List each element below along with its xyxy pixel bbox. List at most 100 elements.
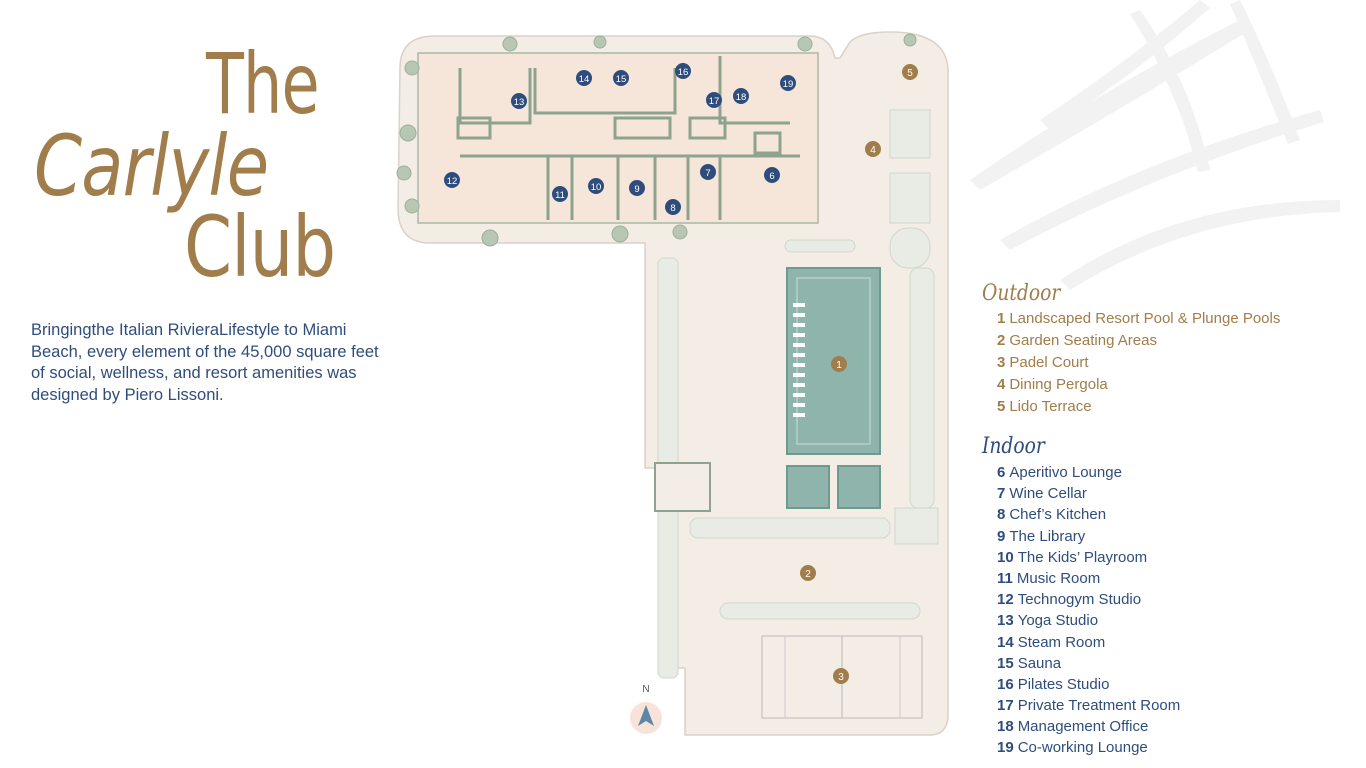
legend-label: Padel Court: [1009, 354, 1089, 371]
svg-text:16: 16: [678, 67, 689, 78]
legend-number: 2: [997, 332, 1006, 349]
svg-text:9: 9: [634, 184, 639, 195]
svg-text:6: 6: [769, 171, 774, 182]
svg-text:3: 3: [838, 672, 844, 683]
legend-label: Aperitivo Lounge: [1009, 464, 1122, 481]
legend-label: Garden Seating Areas: [1009, 332, 1157, 349]
legend-number: 14: [997, 633, 1014, 651]
plunge-pool-left: [786, 465, 830, 509]
marker-8: [665, 199, 681, 215]
legend-number: 16: [997, 675, 1014, 693]
legend-number: 15: [997, 654, 1014, 672]
marker-16: [675, 63, 691, 79]
title-the: The: [206, 35, 320, 133]
legend-number: 3: [997, 354, 1006, 371]
marker-15: [613, 70, 629, 86]
title-carlyle: Carlyle: [34, 117, 269, 215]
north-arrow-icon: [638, 705, 654, 726]
marker-9: [629, 180, 645, 196]
legend-number: 7: [997, 485, 1006, 503]
svg-text:19: 19: [783, 79, 794, 90]
legend-label: Landscaped Resort Pool & Plunge Pools: [1009, 310, 1281, 327]
marker-11: [552, 186, 568, 202]
legend-number: 8: [997, 506, 1006, 524]
marker-6: [764, 167, 780, 183]
marker-1: [831, 356, 847, 372]
legend-label: Dining Pergola: [1009, 376, 1108, 393]
svg-text:8: 8: [670, 203, 675, 214]
legend-number: 1: [997, 310, 1006, 327]
legend-label: Music Room: [1016, 569, 1101, 587]
marker-4: [865, 141, 881, 157]
svg-text:1: 1: [836, 360, 842, 371]
svg-text:4: 4: [870, 145, 876, 156]
legend-label: Co-working Lounge: [1017, 739, 1148, 757]
intro-paragraph: Bringingthe Italian RivieraLifestyle to …: [31, 321, 379, 404]
svg-text:14: 14: [579, 74, 590, 85]
palm-shadow-decoration: [970, 0, 1340, 290]
legend-label: The Library: [1009, 527, 1086, 545]
legend-number: 17: [997, 697, 1014, 715]
legend-number: 18: [997, 718, 1014, 736]
legend-label: Lido Terrace: [1009, 398, 1092, 415]
marker-10: [588, 178, 604, 194]
svg-text:11: 11: [555, 190, 565, 201]
marker-3: [833, 668, 849, 684]
legend-number: 11: [997, 569, 1013, 587]
legend-number: 6: [997, 464, 1006, 481]
plunge-pool-right: [837, 465, 881, 509]
legend-label: Wine Cellar: [1009, 485, 1087, 503]
marker-13: [511, 93, 527, 109]
marker-14: [576, 70, 592, 86]
legend-number: 5: [997, 398, 1006, 415]
svg-text:17: 17: [709, 96, 720, 107]
legend-label: Management Office: [1017, 718, 1149, 736]
svg-text:13: 13: [514, 97, 525, 108]
legend-number: 12: [997, 591, 1014, 609]
marker-12: [444, 172, 460, 188]
marker-19: [780, 75, 796, 91]
svg-text:2: 2: [805, 569, 811, 580]
indoor-heading: Indoor: [982, 434, 1045, 459]
legend-number: 10: [997, 548, 1014, 566]
marker-7: [700, 164, 716, 180]
legend-label: Yoga Studio: [1017, 612, 1099, 630]
title-club: Club: [184, 198, 336, 296]
legend-number: 19: [997, 739, 1014, 757]
legend-label: Pilates Studio: [1017, 675, 1110, 693]
outdoor-heading: Outdoor: [982, 281, 1061, 306]
svg-text:18: 18: [736, 92, 747, 103]
marker-18: [733, 88, 749, 104]
legend-label: Sauna: [1017, 654, 1062, 672]
floor-plan-map: N 1 2 3 4 5 6 7 8 9 10 11 12 13 14 15 16…: [396, 31, 949, 736]
legend-label: The Kids’ Playroom: [1017, 548, 1148, 566]
legend-label: Private Treatment Room: [1017, 697, 1181, 715]
compass-north-label: N: [642, 684, 649, 695]
svg-text:15: 15: [616, 74, 627, 85]
marker-2: [800, 565, 816, 581]
svg-text:10: 10: [591, 182, 602, 193]
legend-number: 9: [997, 527, 1006, 545]
svg-text:7: 7: [705, 168, 710, 179]
